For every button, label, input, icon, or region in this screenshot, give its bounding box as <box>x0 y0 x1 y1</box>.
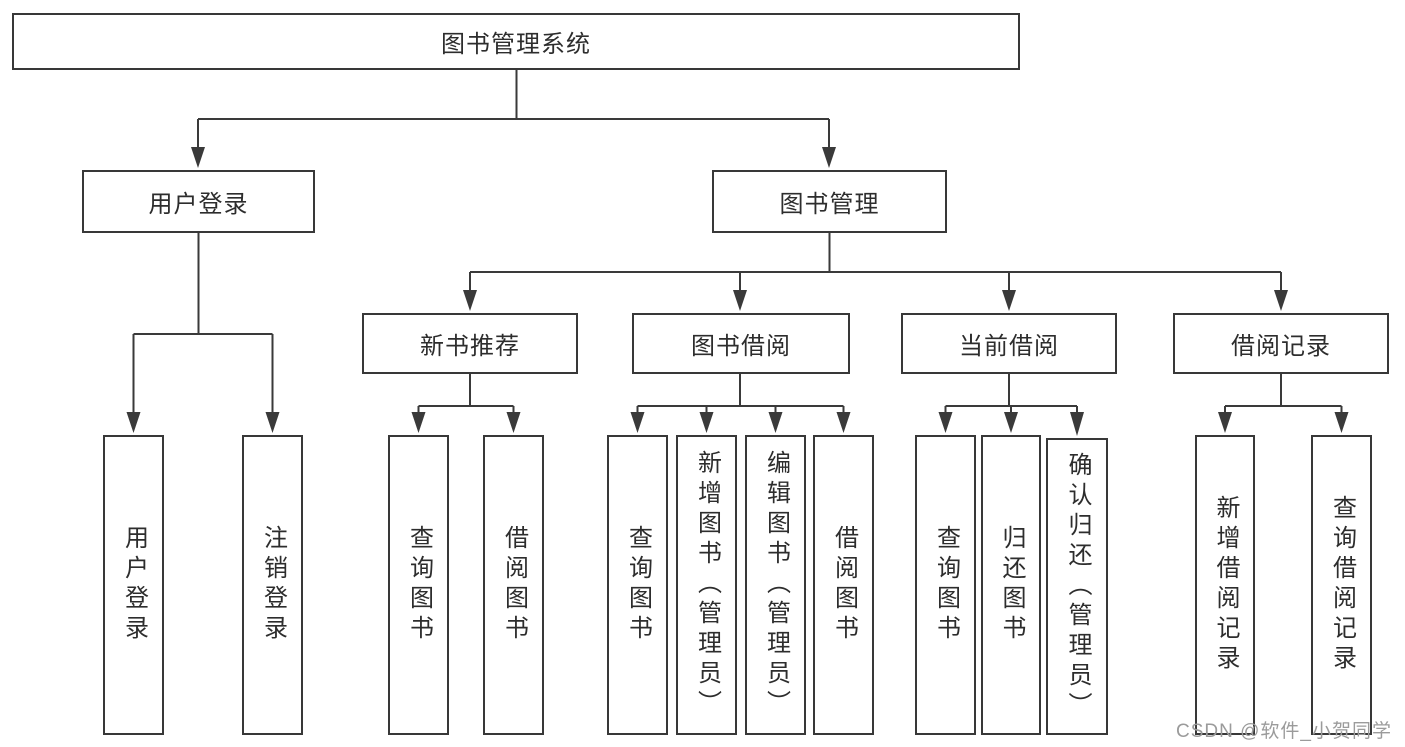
arrow-down-icon <box>506 412 521 433</box>
leaf-borrow-add-books-admin: 新增图书（管理员） <box>676 435 737 735</box>
leaf-label: 查询借阅记录 <box>1328 495 1356 675</box>
connector-bookmgmt-to-modules <box>469 233 1282 293</box>
leaf-label: 查询图书 <box>624 525 652 645</box>
arrow-down-icon <box>191 147 205 168</box>
node-user-login: 用户登录 <box>82 170 315 233</box>
leaf-label: 查询图书 <box>405 525 433 645</box>
arrow-down-icon <box>1218 412 1232 433</box>
connector-records-to-leaves <box>1224 374 1343 415</box>
arrow-down-icon <box>1334 412 1349 433</box>
connector-borrow-to-leaves <box>636 374 845 415</box>
leaf-borrow-borrow-books: 借阅图书 <box>813 435 874 735</box>
leaf-label: 用户登录 <box>120 525 148 645</box>
leaf-current-confirm-return-admin: 确认归还（管理员） <box>1046 438 1108 735</box>
arrow-down-icon <box>411 412 426 433</box>
arrow-down-icon <box>1274 290 1288 311</box>
node-current-borrow: 当前借阅 <box>901 313 1117 374</box>
arrow-down-icon <box>1004 412 1018 433</box>
arrow-down-icon <box>733 290 747 311</box>
arrow-down-icon <box>1070 412 1084 436</box>
arrow-down-icon <box>822 147 836 168</box>
arrow-down-icon <box>1002 290 1016 311</box>
connector-current-to-leaves <box>944 374 1078 415</box>
leaf-label: 归还图书 <box>998 525 1025 645</box>
arrow-down-icon <box>836 412 851 433</box>
arrow-down-icon <box>630 412 645 433</box>
leaf-current-query-books: 查询图书 <box>915 435 976 735</box>
node-library-system: 图书管理系统 <box>12 13 1020 70</box>
arrow-down-icon <box>265 412 280 433</box>
leaf-label: 借阅图书 <box>830 525 858 645</box>
node-borrow-records: 借阅记录 <box>1173 313 1389 374</box>
node-book-management: 图书管理 <box>712 170 947 233</box>
leaf-logout: 注销登录 <box>242 435 303 735</box>
leaf-label: 确认归还（管理员） <box>1064 451 1091 722</box>
node-book-borrow: 图书借阅 <box>632 313 850 374</box>
leaf-label: 新增借阅记录 <box>1212 495 1239 675</box>
arrow-down-icon <box>463 290 477 311</box>
connector-userlogin-to-leaves <box>132 233 274 415</box>
watermark: CSDN @软件_小贺同学 <box>1176 721 1392 742</box>
arrow-down-icon <box>126 412 141 433</box>
leaf-borrow-query-books: 查询图书 <box>607 435 668 735</box>
leaf-label: 编辑图书（管理员） <box>762 450 790 720</box>
connector-recommend-to-leaves <box>417 374 515 415</box>
connector-root-to-level2 <box>197 70 830 150</box>
leaf-recommend-query-books: 查询图书 <box>388 435 449 735</box>
arrow-down-icon <box>938 412 953 433</box>
leaf-records-query-record: 查询借阅记录 <box>1311 435 1372 735</box>
leaf-label: 查询图书 <box>932 525 960 645</box>
leaf-user-login: 用户登录 <box>103 435 164 735</box>
leaf-label: 借阅图书 <box>500 525 528 645</box>
leaf-borrow-edit-books-admin: 编辑图书（管理员） <box>745 435 806 735</box>
node-new-book-recommend: 新书推荐 <box>362 313 578 374</box>
leaf-records-add-record: 新增借阅记录 <box>1195 435 1255 735</box>
leaf-label: 新增图书（管理员） <box>693 450 721 720</box>
arrowheads <box>126 147 1349 436</box>
leaf-current-return-books: 归还图书 <box>981 435 1041 735</box>
leaf-label: 注销登录 <box>259 525 287 645</box>
arrow-down-icon <box>699 412 714 433</box>
leaf-recommend-borrow-books: 借阅图书 <box>483 435 544 735</box>
arrow-down-icon <box>768 412 783 433</box>
